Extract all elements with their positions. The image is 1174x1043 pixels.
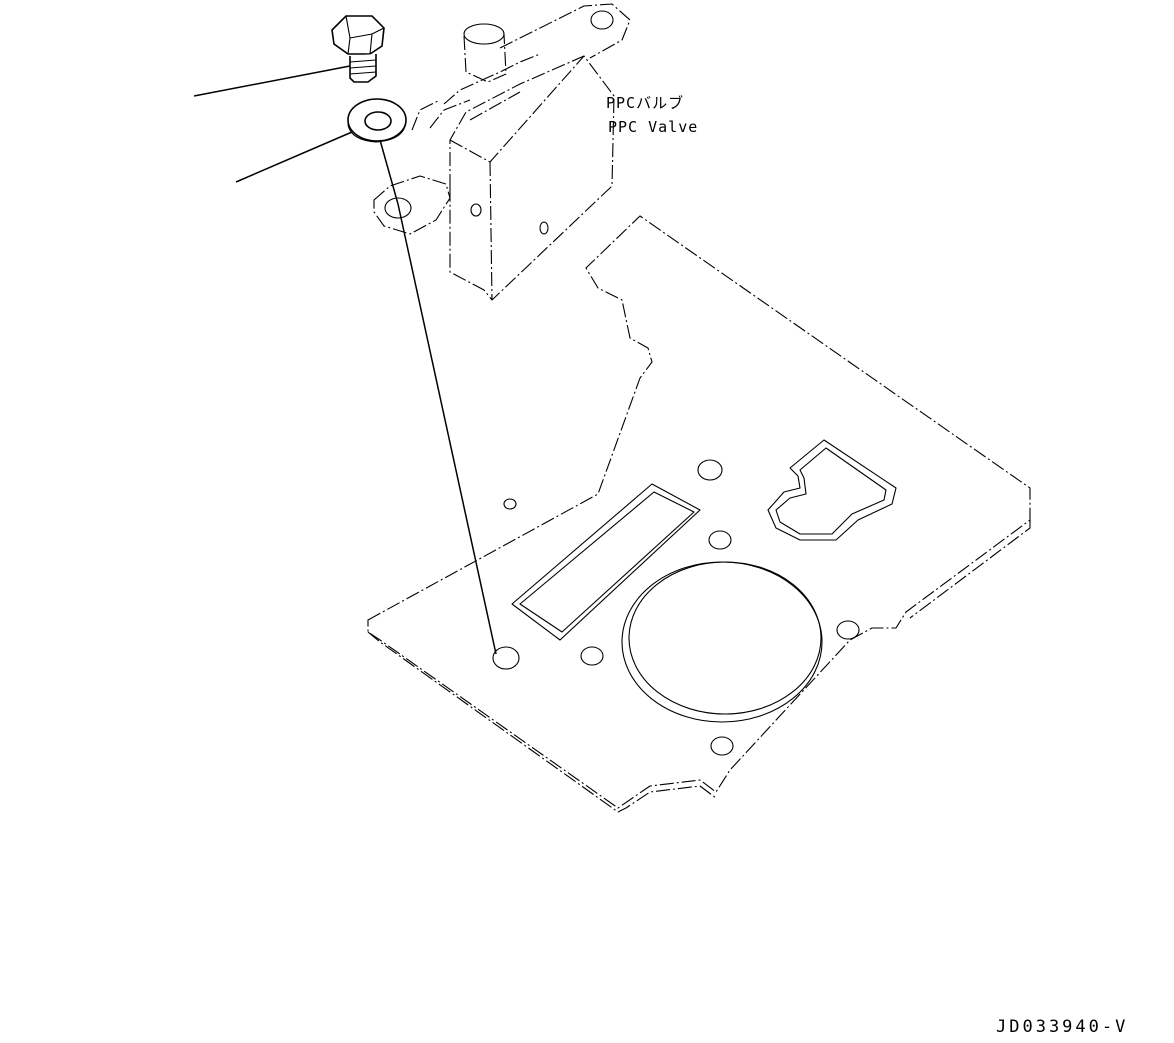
washer-leader-line [235,131,353,183]
ppc-valve-label-en: PPC Valve [608,118,698,136]
bolt-icon [331,15,385,83]
bolt-leader-line [193,65,351,97]
drawing-code: JD033940-V [996,1017,1128,1037]
washer-icon [347,98,407,143]
ppc-valve-label-jp: PPCバルブ [606,94,684,112]
ppc-valve-icon [373,3,631,301]
mounting-plate-icon [367,215,1031,813]
assembly-axis-line [379,139,497,655]
